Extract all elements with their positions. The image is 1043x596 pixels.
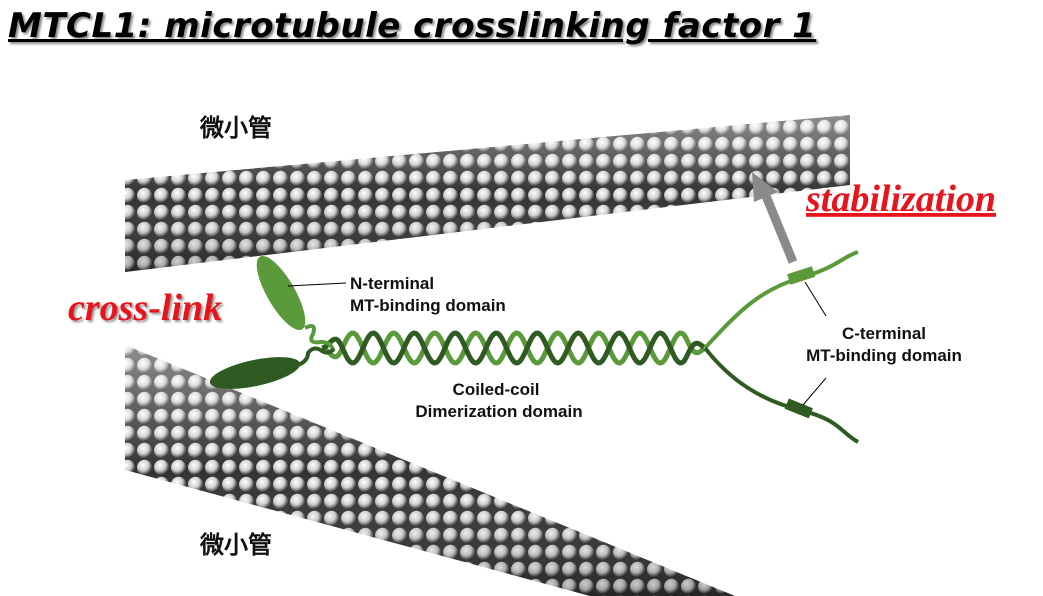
microtubule-upper <box>125 115 850 272</box>
n-terminal-domain-light <box>256 255 306 331</box>
n-terminal-domain-dark <box>209 357 301 389</box>
coiled-coil-label-2: Dimerization domain <box>415 402 582 421</box>
c-terminal-label-2: MT-binding domain <box>806 346 962 365</box>
page-title: MTCL1: microtubule crosslinking factor 1 <box>8 6 817 46</box>
n-terminal-label-1: N-terminal <box>350 274 434 293</box>
n-terminal-label-2: MT-binding domain <box>350 296 506 315</box>
leader-line-c-terminal-lower <box>802 377 827 406</box>
coiled-coil-strand-dark <box>321 330 706 366</box>
microtubule-label-bottom: 微小管 <box>199 531 272 559</box>
stabilization-label: stabilization <box>805 178 996 220</box>
cross-link-label: cross-link <box>68 287 222 329</box>
coiled-coil-label-1: Coiled-coil <box>453 380 540 399</box>
microtubule-label-top: 微小管 <box>199 114 272 142</box>
leader-line-c-terminal-upper <box>804 281 827 317</box>
n-terminal-linker-dark <box>297 346 336 367</box>
leader-line-n-terminal <box>287 282 347 287</box>
c-terminal-branch-upper <box>703 250 859 350</box>
c-terminal-domain-upper <box>787 266 816 285</box>
coiled-coil-strand-light <box>321 330 706 366</box>
n-terminal-linker <box>304 324 335 351</box>
microtubule-lower <box>125 345 735 596</box>
c-terminal-domain-lower <box>784 398 813 419</box>
stabilization-arrow-icon <box>752 172 798 264</box>
c-terminal-label-1: C-terminal <box>842 324 926 343</box>
